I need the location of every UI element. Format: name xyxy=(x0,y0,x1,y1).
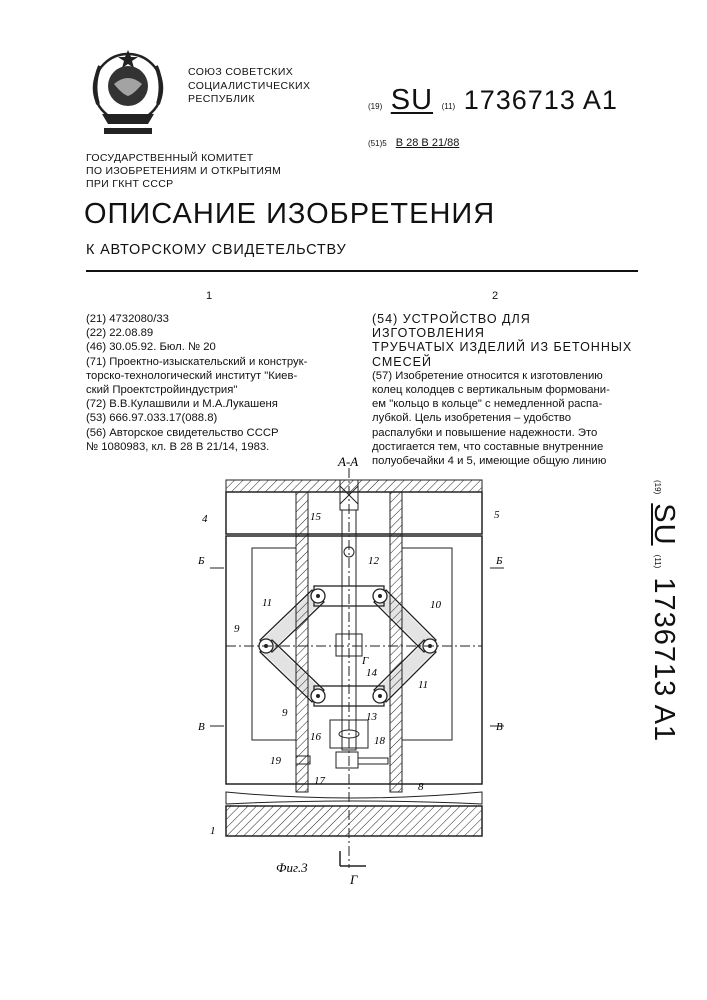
abstract-line: распалубки и повышение надежности. Это xyxy=(372,426,634,440)
pub-number: 1736713 A1 xyxy=(464,85,618,115)
biblio-line: (46) 30.05.92. Бюл. № 20 xyxy=(86,340,378,354)
column-number-2: 2 xyxy=(492,290,498,302)
ipc-tag: (51)5 xyxy=(368,139,387,148)
label-g: Г xyxy=(361,655,369,667)
label-14: 14 xyxy=(366,667,378,679)
bar-18 xyxy=(358,758,388,764)
left-wall xyxy=(296,492,308,792)
side-number: 1736713 A1 xyxy=(648,577,680,742)
pub-tag-11: (11) xyxy=(442,102,456,111)
label-1: 1 xyxy=(210,825,216,837)
label-9-top: 9 xyxy=(234,623,240,635)
label-17: 17 xyxy=(314,775,326,787)
side-country: SU xyxy=(648,503,680,545)
header-divider xyxy=(86,270,638,272)
biblio-line: торско-технологический институт "Киев- xyxy=(86,369,378,383)
ipc-classification: (51)5 В 28 В 21/88 xyxy=(368,137,459,149)
label-9-bottom: 9 xyxy=(282,707,288,719)
label-10: 10 xyxy=(430,599,442,611)
biblio-line: (72) В.В.Кулашвили и М.А.Лукашеня xyxy=(86,397,378,411)
label-18: 18 xyxy=(374,735,386,747)
label-b-left: Б xyxy=(197,555,205,567)
abstract-line: лубкой. Цель изобретения – удобство xyxy=(372,411,634,425)
ring-8 xyxy=(226,792,482,804)
label-19: 19 xyxy=(270,755,282,767)
committee-line: ГОСУДАРСТВЕННЫЙ КОМИТЕТ xyxy=(86,152,281,165)
ipc-code: В 28 В 21/88 xyxy=(396,137,460,149)
pub-country: SU xyxy=(391,84,433,116)
publication-number: (19) SU (11) 1736713 A1 xyxy=(368,84,618,117)
right-wall xyxy=(390,492,402,792)
main-frame xyxy=(226,536,482,784)
label-13: 13 xyxy=(366,711,378,723)
document-subtitle: К АВТОРСКОМУ СВИДЕТЕЛЬСТВУ xyxy=(86,242,347,258)
union-line: СОЮЗ СОВЕТСКИХ xyxy=(188,66,310,80)
label-11-bottom: 11 xyxy=(418,679,428,691)
side-stamp: (19) SU (11) 1736713 A1 xyxy=(640,480,700,810)
label-8: 8 xyxy=(418,781,424,793)
biblio-line: (22) 22.08.89 xyxy=(86,326,378,340)
biblio-line: (71) Проектно-изыскательский и конструк- xyxy=(86,355,378,369)
union-name: СОЮЗ СОВЕТСКИХ СОЦИАЛИСТИЧЕСКИХ РЕСПУБЛИ… xyxy=(188,66,310,107)
union-line: СОЦИАЛИСТИЧЕСКИХ xyxy=(188,80,310,94)
abstract-column: (54) УСТРОЙСТВО ДЛЯ ИЗГОТОВЛЕНИЯ ТРУБЧАТ… xyxy=(372,312,634,468)
state-committee: ГОСУДАРСТВЕННЫЙ КОМИТЕТ ПО ИЗОБРЕТЕНИЯМ … xyxy=(86,152,281,191)
block-17 xyxy=(336,752,358,768)
invention-title-line: (54) УСТРОЙСТВО ДЛЯ ИЗГОТОВЛЕНИЯ xyxy=(372,312,634,340)
committee-line: ПО ИЗОБРЕТЕНИЯМ И ОТКРЫТИЯМ xyxy=(86,165,281,178)
invention-title-line: ТРУБЧАТЫХ ИЗДЕЛИЙ ИЗ БЕТОННЫХ xyxy=(372,340,634,354)
abstract-line: ем "кольцо в кольце" с немедленной распа… xyxy=(372,397,634,411)
half-shells xyxy=(226,492,482,534)
biblio-line: ский Проектстройиндустрия" xyxy=(86,383,378,397)
cut-label: Г xyxy=(349,872,358,887)
section-label: А-А xyxy=(337,454,358,469)
side-tag-11: (11) xyxy=(653,555,662,569)
label-16: 16 xyxy=(310,731,322,743)
invention-title: (54) УСТРОЙСТВО ДЛЯ ИЗГОТОВЛЕНИЯ ТРУБЧАТ… xyxy=(372,312,634,369)
biblio-line: (53) 666.97.033.17(088.8) xyxy=(86,411,378,425)
column-number-1: 1 xyxy=(206,290,212,302)
document-title: ОПИСАНИЕ ИЗОБРЕТЕНИЯ xyxy=(84,198,495,231)
committee-line: ПРИ ГКНТ СССР xyxy=(86,178,281,191)
label-4: 4 xyxy=(202,513,208,525)
block-19 xyxy=(296,756,310,764)
biblio-line: (56) Авторское свидетельство СССР xyxy=(86,426,378,440)
abstract-line: (57) Изобретение относится к изготовлени… xyxy=(372,369,634,383)
label-11-top: 11 xyxy=(262,597,272,609)
side-tag-19: (19) xyxy=(653,480,662,494)
ussr-emblem xyxy=(84,44,172,140)
union-line: РЕСПУБЛИК xyxy=(188,93,310,107)
label-5: 5 xyxy=(494,509,500,521)
figure-caption: Фиг.3 xyxy=(276,860,308,875)
figure-3-drawing: А-А xyxy=(190,448,510,890)
label-v-right: В xyxy=(496,721,503,733)
label-v-left: В xyxy=(198,721,205,733)
biblio-line: (21) 4732080/33 xyxy=(86,312,378,326)
base-plate xyxy=(226,806,482,836)
bibliographic-data: (21) 4732080/33 (22) 22.08.89 (46) 30.05… xyxy=(86,312,378,454)
label-15: 15 xyxy=(310,511,322,523)
label-b-right: Б xyxy=(495,555,503,567)
invention-title-line: СМЕСЕЙ xyxy=(372,355,634,369)
label-12: 12 xyxy=(368,555,380,567)
pub-tag-19: (19) xyxy=(368,102,382,111)
abstract-line: колец колодцев с вертикальным формовани- xyxy=(372,383,634,397)
